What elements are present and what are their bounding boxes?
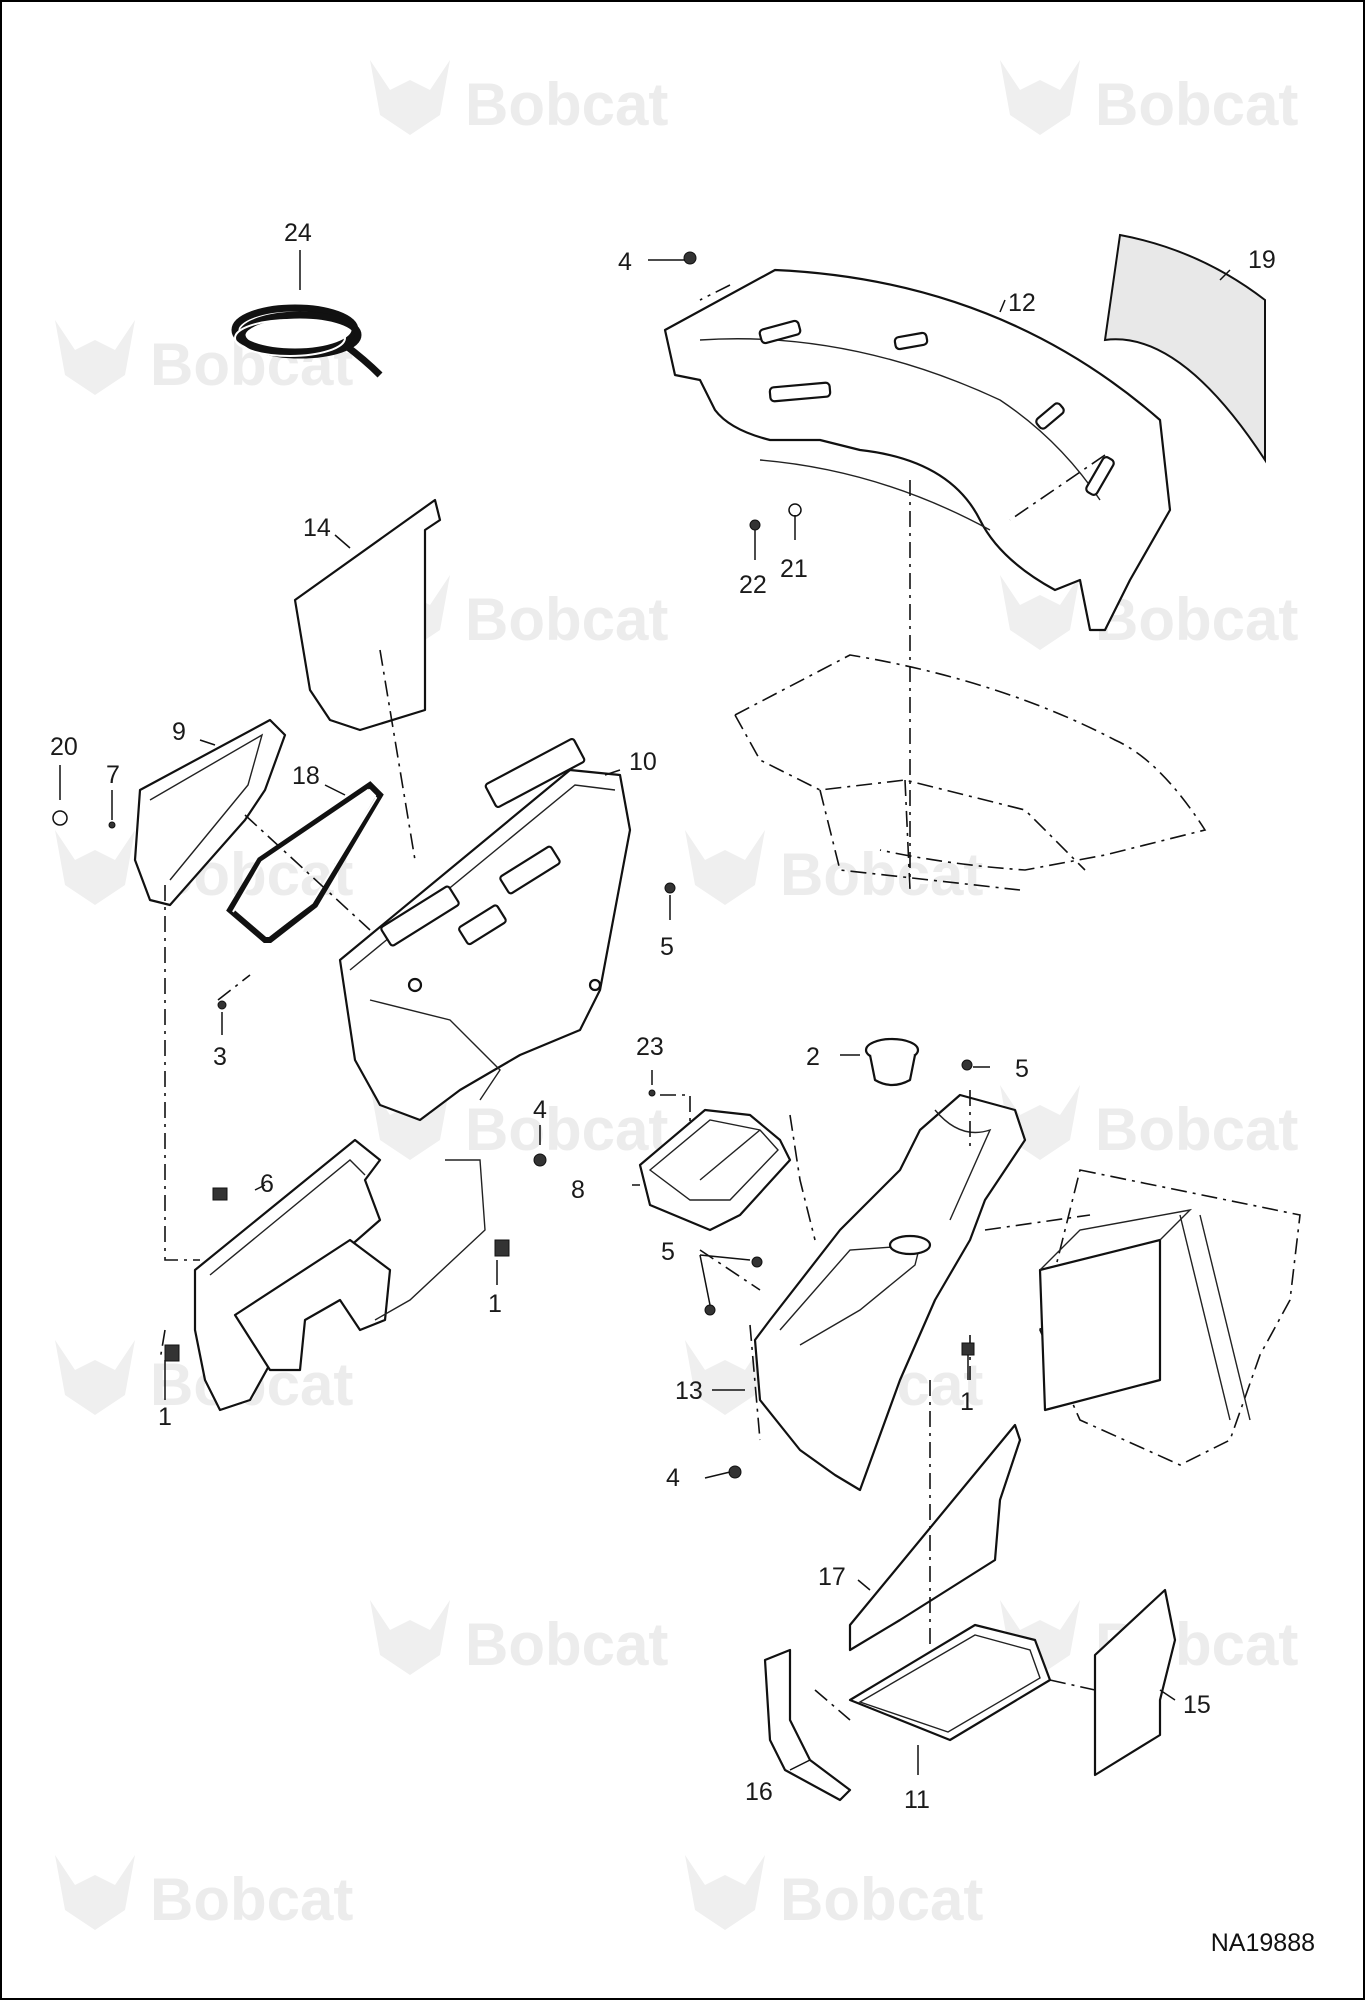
- watermark-logo-icon: [55, 1855, 135, 1930]
- callout-22: 22: [739, 571, 767, 599]
- part-2-cup-holder: [864, 1037, 920, 1087]
- screw-icon: [533, 1153, 547, 1167]
- callout-18: 18: [292, 762, 320, 790]
- clip-icon: [212, 1187, 228, 1201]
- callout-5: 5: [660, 933, 674, 961]
- clip-icon: [164, 1344, 180, 1362]
- watermark-text: Bobcat: [150, 1866, 353, 1933]
- part-16-panel: [763, 1648, 852, 1802]
- watermark-logo-icon: [1000, 60, 1080, 135]
- callout-23: 23: [636, 1033, 664, 1061]
- watermark-logo-icon: [685, 830, 765, 905]
- callout-3: 3: [213, 1043, 227, 1071]
- watermark-logo-icon: [685, 1855, 765, 1930]
- part-24-seal-coil: [231, 304, 383, 378]
- watermark-text: Bobcat: [150, 331, 353, 398]
- part-11-floor-mat: [848, 1623, 1052, 1742]
- leader-lines: [59, 250, 1231, 1775]
- screw-icon: [751, 1256, 763, 1268]
- clip-icon: [494, 1239, 510, 1257]
- callout-5: 5: [661, 1238, 675, 1266]
- callout-4: 4: [533, 1096, 547, 1124]
- nut-icon: [749, 519, 761, 531]
- callout-17: 17: [818, 1563, 846, 1591]
- clip-icon: [961, 1342, 975, 1356]
- watermark-logo-icon: [55, 1340, 135, 1415]
- bolt-icon: [52, 810, 68, 826]
- callout-11: 11: [904, 1786, 930, 1814]
- callout-6: 6: [260, 1170, 274, 1198]
- callout-1: 1: [158, 1403, 172, 1431]
- watermark-text: Bobcat: [1095, 1096, 1298, 1163]
- callout-1: 1: [960, 1388, 974, 1416]
- watermark-logo-icon: [370, 1600, 450, 1675]
- watermark-logo-icon: [685, 1340, 765, 1415]
- watermark-text: Bobcat: [1095, 71, 1298, 138]
- part-9-side-cover: [133, 718, 287, 907]
- watermark-text: Bobcat: [780, 1866, 983, 1933]
- right-housing-outline: [1038, 1169, 1301, 1466]
- callout-8: 8: [571, 1176, 585, 1204]
- drawing-id-label: NA19888: [1210, 1929, 1315, 1957]
- callout-10: 10: [629, 748, 657, 776]
- callout-15: 15: [1183, 1691, 1211, 1719]
- watermark-logo-icon: [370, 1085, 450, 1160]
- washer-icon: [788, 503, 802, 517]
- part-19-sheet: [1103, 233, 1266, 464]
- callout-16: 16: [745, 1778, 773, 1806]
- cab-outline: [734, 654, 1207, 891]
- part-10-side-console: [338, 738, 632, 1122]
- screw-icon: [683, 251, 697, 265]
- callout-19: 19: [1248, 246, 1276, 274]
- watermark-logo-icon: [1000, 575, 1080, 650]
- part-13-center-console: [753, 1093, 1027, 1492]
- part-14-insulator: [293, 498, 442, 732]
- callout-24: 24: [284, 219, 312, 247]
- callout-4: 4: [666, 1464, 680, 1492]
- callout-14: 14: [303, 514, 331, 542]
- watermark-text: Bobcat: [465, 1611, 668, 1678]
- washer-icon: [108, 821, 116, 829]
- part-12-dash-panel: [663, 268, 1172, 632]
- part-18-gasket: [226, 781, 384, 943]
- callout-9: 9: [172, 718, 186, 746]
- callout-12: 12: [1008, 289, 1036, 317]
- watermark-text: Bobcat: [465, 1096, 668, 1163]
- screw-icon: [664, 882, 676, 894]
- callout-5: 5: [1015, 1055, 1029, 1083]
- screw-icon: [704, 1304, 716, 1316]
- callout-labels: 24 4 12 19 14 22 21 20 9 7 18 10 5 3 23 …: [50, 219, 1276, 1814]
- part-8-storage-lid: [638, 1108, 792, 1232]
- watermark-text: Bobcat: [465, 71, 668, 138]
- screw-icon: [728, 1465, 742, 1479]
- watermark-logo-icon: [370, 60, 450, 135]
- screw-icon: [217, 1000, 227, 1010]
- callout-21: 21: [780, 555, 808, 583]
- part-17-panel: [848, 1423, 1022, 1652]
- watermark-logo-icon: [55, 320, 135, 395]
- callout-4: 4: [618, 248, 632, 276]
- callout-2: 2: [806, 1043, 820, 1071]
- watermark-logo-icon: [55, 830, 135, 905]
- part-15-panel: [1093, 1588, 1177, 1777]
- watermark-text: Bobcat: [1095, 586, 1298, 653]
- screw-icon: [648, 1089, 656, 1097]
- callout-7: 7: [106, 761, 120, 789]
- screw-icon: [961, 1059, 973, 1071]
- callout-20: 20: [50, 733, 78, 761]
- callout-13: 13: [675, 1377, 703, 1405]
- callout-1: 1: [488, 1290, 502, 1318]
- part-6-lower-bracket: [193, 1138, 486, 1412]
- watermark-text: Bobcat: [465, 586, 668, 653]
